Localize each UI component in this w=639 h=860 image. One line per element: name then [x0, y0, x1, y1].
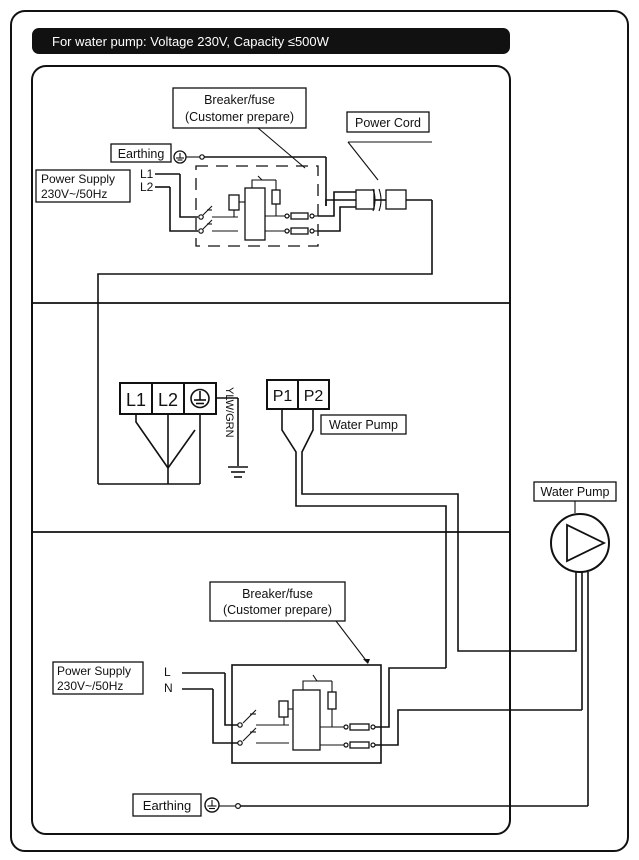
bottom-breaker-line2: (Customer prepare): [223, 603, 332, 617]
bottom-earthing-label: Earthing: [132, 793, 202, 817]
terminal-l2: L2: [158, 390, 178, 410]
bottom-breaker-label: Breaker/fuse (Customer prepare): [209, 581, 346, 622]
terminal-l1: L1: [126, 390, 146, 410]
top-ground-icon: [173, 150, 187, 164]
top-supply-line1: Power Supply: [41, 172, 115, 186]
top-l1-label: L1: [140, 167, 154, 181]
header-banner: For water pump: Voltage 230V, Capacity ≤…: [32, 28, 510, 54]
power-terminal-block: L1 L2: [119, 382, 217, 415]
top-breaker-enclosure: [195, 165, 319, 247]
middle-section: L1 L2 YLW/GRN P1 P2: [97, 303, 577, 668]
top-supply-line2: 230V~/50Hz: [41, 187, 107, 201]
bottom-breaker-enclosure: [231, 664, 382, 764]
top-power-supply-label: Power Supply 230V~/50Hz: [35, 169, 131, 203]
top-section: Breaker/fuse (Customer prepare) Power Co…: [35, 87, 433, 303]
bottom-supply-line1: Power Supply: [57, 664, 131, 678]
bottom-breaker-switch-icon: [242, 674, 344, 751]
bottom-section: Breaker/fuse (Customer prepare) Power Su…: [52, 581, 588, 817]
power-cord-label: Power Cord: [346, 111, 430, 133]
bottom-l-label: L: [164, 665, 171, 679]
top-earthing-text: Earthing: [118, 147, 165, 161]
chassis-ground-icon: [228, 466, 248, 478]
pump-terminal-block: P1 P2: [266, 379, 330, 410]
inner-panel: [31, 65, 511, 835]
side-pump-label: Water Pump: [540, 485, 609, 499]
bottom-ground-icon: [204, 797, 220, 813]
middle-pump-label: Water Pump: [320, 414, 407, 435]
terminal-p1: P1: [273, 388, 293, 405]
bottom-supply-line2: 230V~/50Hz: [57, 679, 123, 693]
bottom-n-label: N: [164, 681, 173, 695]
cord-break-icon: [355, 188, 432, 212]
top-l2-label: L2: [140, 180, 154, 194]
terminal-p2: P2: [304, 388, 324, 405]
header-title: For water pump: Voltage 230V, Capacity ≤…: [52, 34, 330, 49]
bottom-breaker-line1: Breaker/fuse: [242, 587, 313, 601]
terminal-ground-icon: [190, 388, 210, 409]
top-breaker-line1: Breaker/fuse: [204, 93, 275, 107]
ground-wire-label: YLW/GRN: [223, 387, 235, 438]
top-breaker-label: Breaker/fuse (Customer prepare): [172, 87, 307, 129]
top-earthing-label: Earthing: [110, 143, 172, 163]
top-breaker-line2: (Customer prepare): [185, 110, 294, 124]
bottom-power-supply-label: Power Supply 230V~/50Hz: [52, 661, 144, 695]
bottom-earthing-text: Earthing: [143, 798, 191, 813]
bottom-fuse-icons: [343, 723, 376, 749]
power-cord-text: Power Cord: [355, 116, 421, 130]
outer-frame: [10, 10, 629, 852]
side-water-pump: Water Pump: [533, 481, 617, 806]
middle-pump-text: Water Pump: [329, 418, 398, 432]
pump-icon: [550, 513, 610, 573]
